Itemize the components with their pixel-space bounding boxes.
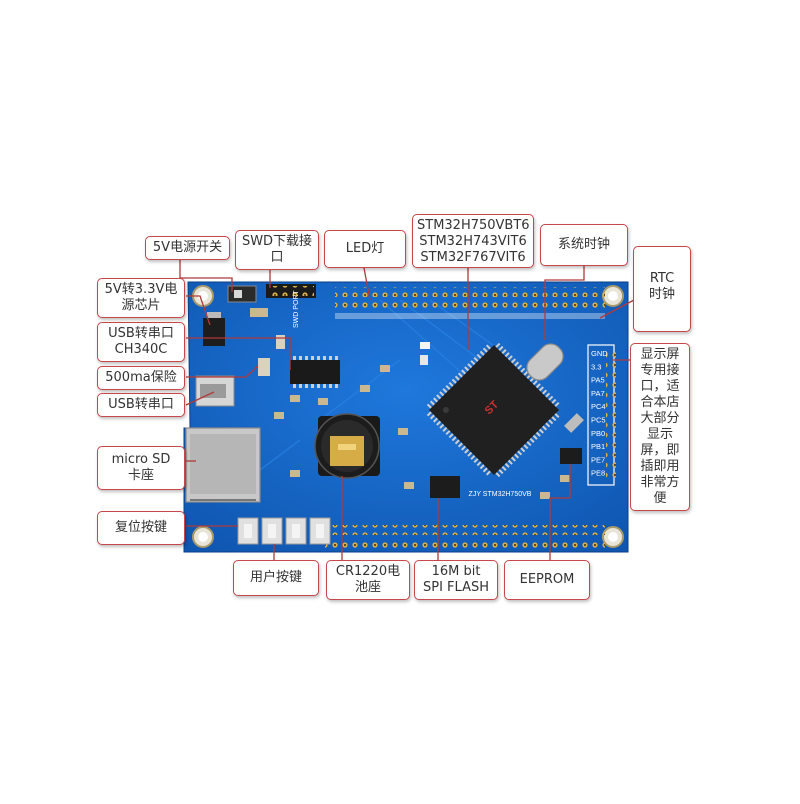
callout-swd: SWD下载接口 [235, 230, 319, 270]
board-marking: ZJY STM32H750VB [469, 491, 532, 498]
flash-chip [430, 476, 460, 498]
header-silk-label: 3.3 [591, 362, 601, 371]
callout-fuse: 500ma保险 [97, 366, 185, 390]
user-button-3 [309, 517, 331, 545]
user-button-2 [285, 517, 307, 545]
callout-line: SWD下载接 [241, 234, 313, 249]
led [420, 342, 430, 349]
callout-line: CR1220电 [335, 564, 401, 579]
bottom-pin-header [325, 525, 605, 548]
callout-line: 卡座 [127, 468, 154, 483]
callout-line: 复位按键 [114, 520, 167, 535]
callout-line: USB转串口 [108, 397, 174, 412]
callout-led: LED灯 [324, 230, 406, 268]
callout-battery: CR1220电池座 [326, 560, 410, 600]
callout-line: 口 [270, 250, 284, 265]
header-silk-label: GND [591, 349, 608, 358]
callout-line: 5V转3.3V电 [104, 282, 178, 297]
swd-header: SWD PORT [266, 284, 316, 328]
regulator-chip [203, 312, 225, 346]
header-silk-label: PC4 [591, 402, 606, 411]
header-silk-label: PE8 [591, 469, 605, 478]
callout-line: CH340C [114, 342, 168, 357]
callout-line: micro SD [111, 452, 171, 467]
callout-line: 屏，即 [640, 443, 680, 458]
callout-regulator: 5V转3.3V电源芯片 [97, 278, 185, 318]
header-silk-label: PE7 [591, 455, 605, 464]
ch340-chip [290, 356, 340, 388]
rtc-crystal [564, 413, 584, 433]
callout-line: 便 [653, 491, 667, 506]
callout-line: 插即用 [640, 459, 680, 474]
battery-holder [314, 413, 380, 479]
eeprom-chip [560, 448, 582, 464]
top-pin-header [335, 287, 605, 319]
callout-line: EEPROM [519, 572, 575, 587]
callout-user-keys: 用户按键 [233, 560, 319, 596]
callout-line: STM32F767VIT6 [420, 250, 526, 265]
svg-text:SWD PORT: SWD PORT [293, 290, 300, 328]
callout-line: 系统时钟 [557, 237, 610, 252]
callout-line: 显示屏 [640, 347, 680, 362]
callout-line: 16M bit [431, 564, 481, 579]
callout-display-port: 显示屏专用接口，适合本店大部分显示屏，即插即用非常方便 [630, 343, 690, 511]
callout-line: 显示 [646, 427, 673, 442]
callout-line: LED灯 [345, 241, 385, 256]
mounting-holes [192, 285, 624, 548]
callout-line: STM32H750VBT6 [417, 218, 530, 233]
mcu-chip: ST [426, 342, 560, 478]
callout-line: 500ma保险 [105, 370, 177, 385]
usb-port [195, 375, 235, 407]
callout-reset: 复位按键 [97, 511, 185, 545]
callout-line: 合本店 [640, 395, 680, 410]
callout-line: 专用接 [640, 363, 680, 378]
callout-line: 大部分 [640, 411, 680, 426]
header-silk-label: PC5 [591, 416, 606, 425]
callout-line: 非常方 [640, 475, 680, 490]
callout-line: 5V电源开关 [152, 240, 223, 255]
callout-line: STM32H743VIT6 [419, 234, 527, 249]
callout-eeprom: EEPROM [504, 560, 590, 600]
reset-button [237, 517, 259, 545]
callout-line: 口，适 [640, 379, 680, 394]
callout-power-switch: 5V电源开关 [145, 236, 230, 260]
header-silk-label: PB0 [591, 429, 605, 438]
callout-usb-port: USB转串口 [97, 393, 185, 417]
callout-line: 池座 [354, 580, 381, 595]
leader-lines [179, 258, 635, 560]
callout-line: 时钟 [648, 287, 675, 302]
callout-system-clock: 系统时钟 [540, 224, 628, 266]
callout-line: RTC [649, 271, 675, 286]
pcb-board [183, 281, 629, 553]
header-silk-label: PA7 [591, 389, 605, 398]
user-button-1 [261, 517, 283, 545]
crystal [526, 343, 564, 381]
header-silk-label: PB1 [591, 442, 605, 451]
microsd-slot [185, 427, 261, 503]
callout-line: USB转串口 [108, 326, 174, 341]
callout-line: SPI FLASH [423, 580, 489, 595]
power-switch [227, 285, 257, 303]
callout-line: 用户按键 [249, 570, 302, 585]
passive-components [250, 308, 570, 499]
callout-line: 源芯片 [121, 298, 161, 313]
header-silk-label: PA5 [591, 376, 605, 385]
